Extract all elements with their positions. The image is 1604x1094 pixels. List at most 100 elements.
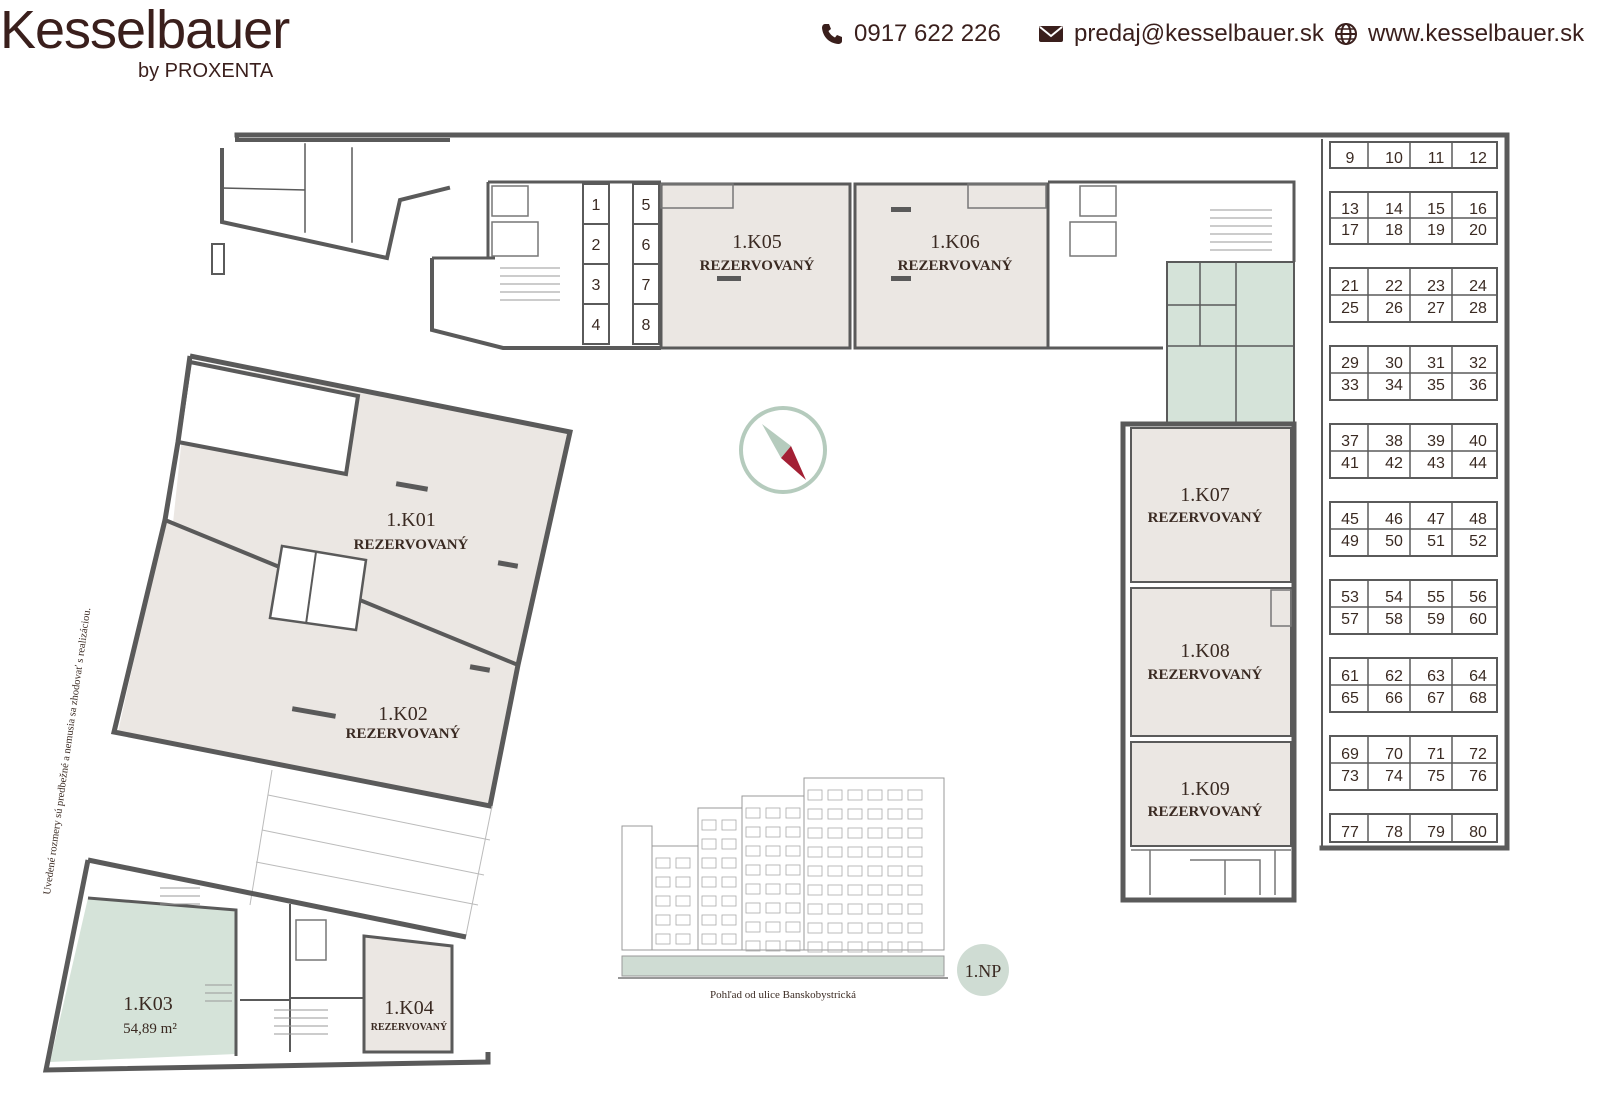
storage-label[interactable]: 16 — [1469, 201, 1487, 218]
storage-label[interactable]: 44 — [1469, 455, 1487, 472]
unit-k08-room[interactable] — [1130, 587, 1292, 737]
storage-label[interactable]: 72 — [1469, 746, 1487, 763]
unit-k05-name[interactable]: 1.K05 — [732, 231, 781, 253]
unit-k03-room[interactable] — [50, 898, 236, 1062]
storage-label[interactable]: 46 — [1385, 511, 1403, 528]
storage-label[interactable]: 61 — [1341, 668, 1359, 685]
email-address[interactable]: predaj@kesselbauer.sk — [1074, 20, 1324, 47]
storage-label[interactable]: 59 — [1427, 611, 1445, 628]
unit-k07-room[interactable] — [1130, 427, 1292, 583]
storage-label[interactable]: 45 — [1341, 511, 1359, 528]
storage-label[interactable]: 6 — [642, 237, 651, 254]
email-contact[interactable]: predaj@kesselbauer.sk — [1038, 20, 1324, 48]
storage-label[interactable]: 75 — [1427, 768, 1445, 785]
storage-label[interactable]: 39 — [1427, 433, 1445, 450]
storage-label[interactable]: 34 — [1385, 377, 1403, 394]
storage-label[interactable]: 73 — [1341, 768, 1359, 785]
storage-label[interactable]: 24 — [1469, 278, 1487, 295]
storage-label[interactable]: 65 — [1341, 690, 1359, 707]
storage-label[interactable]: 4 — [592, 317, 601, 334]
storage-label[interactable]: 47 — [1427, 511, 1445, 528]
storage-label[interactable]: 43 — [1427, 455, 1445, 472]
storage-label[interactable]: 17 — [1341, 222, 1359, 239]
storage-label[interactable]: 15 — [1427, 201, 1445, 218]
storage-label[interactable]: 62 — [1385, 668, 1403, 685]
unit-k06-name[interactable]: 1.K06 — [930, 231, 979, 253]
phone-number[interactable]: 0917 622 226 — [854, 20, 1001, 47]
storage-label[interactable]: 50 — [1385, 533, 1403, 550]
unit-k03-name[interactable]: 1.K03 — [123, 993, 172, 1015]
storage-label[interactable]: 3 — [592, 277, 601, 294]
storage-label[interactable]: 60 — [1469, 611, 1487, 628]
storage-label[interactable]: 9 — [1346, 150, 1355, 167]
storage-label[interactable]: 19 — [1427, 222, 1445, 239]
storage-label[interactable]: 48 — [1469, 511, 1487, 528]
storage-label[interactable]: 40 — [1469, 433, 1487, 450]
unit-k05-room[interactable] — [659, 182, 852, 350]
storage-label[interactable]: 64 — [1469, 668, 1487, 685]
unit-k01-name[interactable]: 1.K01 — [386, 509, 435, 531]
storage-label[interactable]: 8 — [642, 317, 651, 334]
storage-label[interactable]: 31 — [1427, 355, 1445, 372]
storage-label[interactable]: 52 — [1469, 533, 1487, 550]
storage-label[interactable]: 20 — [1469, 222, 1487, 239]
storage-label[interactable]: 67 — [1427, 690, 1445, 707]
storage-label[interactable]: 32 — [1469, 355, 1487, 372]
storage-label[interactable]: 13 — [1341, 201, 1359, 218]
unit-k09-room[interactable] — [1130, 741, 1292, 847]
storage-label[interactable]: 36 — [1469, 377, 1487, 394]
storage-label[interactable]: 38 — [1385, 433, 1403, 450]
unit-k02-name[interactable]: 1.K02 — [378, 703, 427, 725]
storage-label[interactable]: 23 — [1427, 278, 1445, 295]
storage-label[interactable]: 66 — [1385, 690, 1403, 707]
storage-label[interactable]: 49 — [1341, 533, 1359, 550]
storage-label[interactable]: 53 — [1341, 589, 1359, 606]
storage-label[interactable]: 27 — [1427, 300, 1445, 317]
unit-k04-name[interactable]: 1.K04 — [384, 997, 433, 1019]
storage-label[interactable]: 21 — [1341, 278, 1359, 295]
storage-label[interactable]: 58 — [1385, 611, 1403, 628]
storage-label[interactable]: 12 — [1469, 150, 1487, 167]
storage-label[interactable]: 22 — [1385, 278, 1403, 295]
storage-label[interactable]: 56 — [1469, 589, 1487, 606]
storage-label[interactable]: 14 — [1385, 201, 1403, 218]
web-contact[interactable]: www.kesselbauer.sk — [1334, 20, 1584, 48]
storage-label[interactable]: 2 — [592, 237, 601, 254]
storage-label[interactable]: 35 — [1427, 377, 1445, 394]
storage-label[interactable]: 74 — [1385, 768, 1403, 785]
storage-label[interactable]: 41 — [1341, 455, 1359, 472]
storage-label[interactable]: 42 — [1385, 455, 1403, 472]
storage-label[interactable]: 18 — [1385, 222, 1403, 239]
storage-label[interactable]: 28 — [1469, 300, 1487, 317]
phone-contact[interactable]: 0917 622 226 — [820, 20, 1001, 48]
unit-k04-room[interactable] — [362, 934, 454, 1054]
unit-k07-name[interactable]: 1.K07 — [1180, 484, 1229, 506]
storage-label[interactable]: 51 — [1427, 533, 1445, 550]
storage-label[interactable]: 33 — [1341, 377, 1359, 394]
unit-k06-room[interactable] — [853, 182, 1050, 350]
storage-label[interactable]: 25 — [1341, 300, 1359, 317]
storage-label[interactable]: 11 — [1428, 150, 1445, 167]
storage-label[interactable]: 5 — [642, 197, 651, 214]
storage-label[interactable]: 10 — [1385, 150, 1403, 167]
storage-label[interactable]: 55 — [1427, 589, 1445, 606]
storage-label[interactable]: 71 — [1427, 746, 1445, 763]
storage-label[interactable]: 54 — [1385, 589, 1403, 606]
storage-label[interactable]: 68 — [1469, 690, 1487, 707]
storage-label[interactable]: 63 — [1427, 668, 1445, 685]
storage-label[interactable]: 76 — [1469, 768, 1487, 785]
unit-k02-room[interactable] — [118, 520, 518, 806]
brand-logo[interactable]: Kesselbauer — [0, 0, 290, 60]
unit-k08-name[interactable]: 1.K08 — [1180, 640, 1229, 662]
storage-label[interactable]: 29 — [1341, 355, 1359, 372]
unit-k09-name[interactable]: 1.K09 — [1180, 778, 1229, 800]
website-url[interactable]: www.kesselbauer.sk — [1368, 20, 1585, 47]
storage-label[interactable]: 70 — [1385, 746, 1403, 763]
storage-label[interactable]: 7 — [642, 277, 651, 294]
storage-label[interactable]: 26 — [1385, 300, 1403, 317]
storage-label[interactable]: 1 — [592, 197, 601, 214]
storage-label[interactable]: 57 — [1341, 611, 1359, 628]
storage-label[interactable]: 80 — [1469, 824, 1487, 841]
storage-label[interactable]: 30 — [1385, 355, 1403, 372]
storage-label[interactable]: 69 — [1341, 746, 1359, 763]
